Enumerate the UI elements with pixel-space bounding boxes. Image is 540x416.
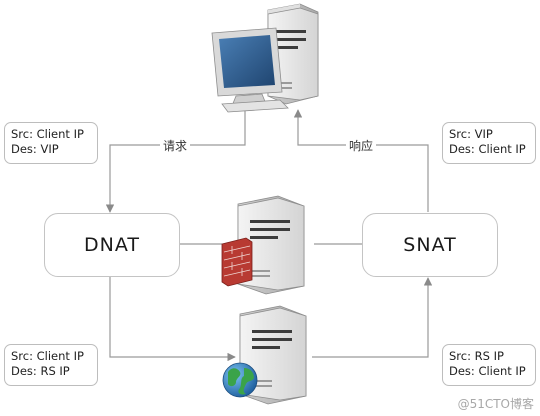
- server-with-firewall-icon: [221, 195, 305, 295]
- note-des: Des: Client IP: [449, 142, 526, 156]
- response-label: 响应: [346, 137, 377, 154]
- note-bottom-left: Src: Client IP Des: RS IP: [4, 344, 98, 386]
- note-top-left: Src: Client IP Des: VIP: [4, 122, 98, 164]
- note-des: Des: Client IP: [449, 364, 526, 378]
- globe-icon: [222, 362, 258, 398]
- note-des: Des: VIP: [11, 142, 59, 156]
- note-src: Src: RS IP: [449, 349, 504, 363]
- note-des: Des: RS IP: [11, 364, 70, 378]
- note-bottom-right: Src: RS IP Des: Client IP: [442, 344, 536, 386]
- desktop-computer-icon: [211, 3, 319, 113]
- note-src: Src: VIP: [449, 127, 493, 141]
- dnat-to-rs-edge: [109, 276, 236, 362]
- request-label: 请求: [160, 137, 191, 154]
- dnat-node: DNAT: [44, 213, 180, 277]
- firewall-icon: [221, 237, 253, 287]
- request-edge: [105, 107, 246, 213]
- note-src: Src: Client IP: [11, 349, 84, 363]
- watermark: @51CTO博客: [457, 397, 534, 411]
- note-top-right: Src: VIP Des: Client IP: [442, 122, 536, 164]
- note-src: Src: Client IP: [11, 127, 84, 141]
- response-edge: [293, 109, 429, 212]
- server-with-globe-icon: [222, 305, 307, 405]
- snat-node: SNAT: [362, 213, 498, 277]
- rs-to-snat-edge: [312, 277, 433, 358]
